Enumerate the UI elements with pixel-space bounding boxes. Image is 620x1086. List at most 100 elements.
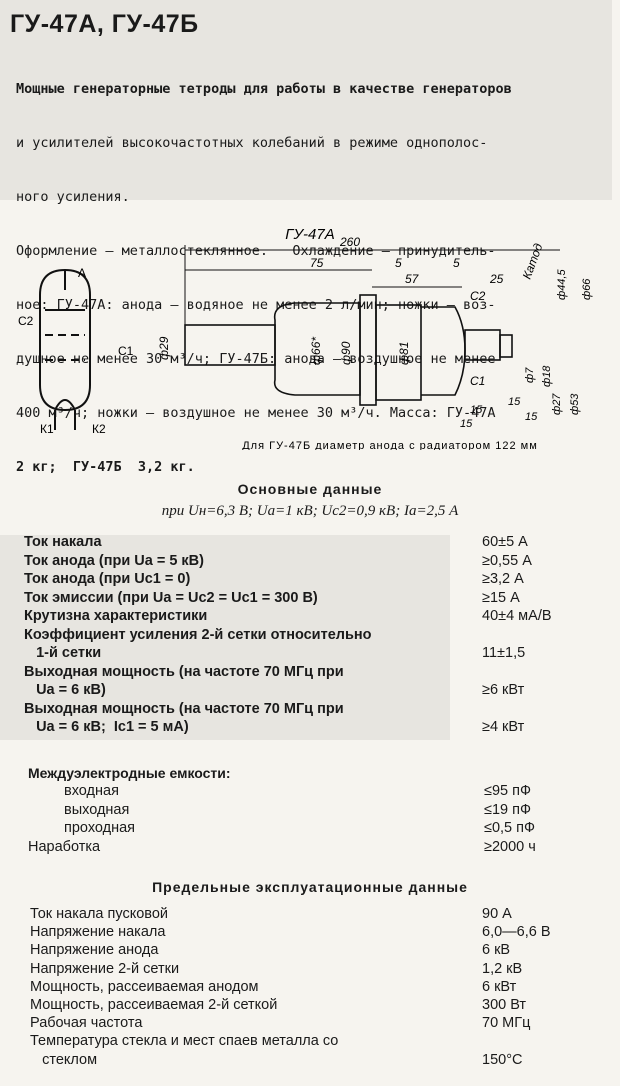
row-value: 300 Вт — [482, 997, 527, 1013]
row-value: ≥4 кВт — [482, 719, 525, 735]
intro-line: 2 кг; ГУ-47Б 3,2 кг. — [16, 459, 195, 475]
dim-label: ф29 — [157, 336, 171, 360]
intro-line: ного усиления. — [16, 189, 130, 205]
intro-line: Мощные генераторные тетроды для работы в… — [16, 81, 512, 97]
table-row: Ток анода (при Uа = 5 кВ) ≥0,55 А — [0, 553, 620, 572]
intro-text: Мощные генераторные тетроды для работы в… — [16, 44, 606, 494]
row-label: Коэффициент усиления 2-й сетки относител… — [24, 626, 372, 643]
row-value: 90 А — [482, 906, 512, 922]
row-label: Напряжение накала — [30, 924, 166, 941]
limits-heading: Предельные эксплуатационные данные — [152, 879, 468, 895]
table-row: выходная ≤19 пФ — [0, 802, 620, 821]
row-label: Ток эмиссии (при Uа = Uс2 = Uс1 = 300 В) — [24, 589, 318, 606]
dim-label: ф90 — [339, 341, 353, 365]
row-value: ≥0,55 А — [482, 552, 532, 569]
row-value: 70 МГц — [482, 1015, 531, 1032]
row-value: 6 кВт — [482, 978, 517, 995]
row-value: 1,2 кВ — [482, 960, 523, 977]
table-row: проходная ≤0,5 пФ — [0, 820, 620, 839]
dim-label: 15 — [525, 411, 538, 423]
intro-line: ное: ГУ-47А: анода — водяное не менее 2 … — [16, 297, 496, 313]
row-value: ≤19 пФ — [484, 801, 531, 818]
table-row: стеклом 150°С — [0, 1052, 620, 1071]
dim-label: С1 — [470, 374, 485, 388]
table-row: Ток накала пусковой 90 А — [0, 906, 620, 925]
dim-label: ф66* — [309, 337, 323, 365]
row-label: Выходная мощность (на частоте 70 МГц при — [24, 663, 344, 680]
row-label: входная — [64, 783, 119, 799]
dim-label: 15 — [460, 418, 473, 430]
row-label: Мощность, рассеиваемая 2-й сеткой — [30, 997, 278, 1013]
row-label: стеклом — [30, 1051, 98, 1068]
page-title: ГУ-47А, ГУ-47Б — [10, 10, 199, 38]
row-value: ≤95 пФ — [484, 783, 531, 799]
figure-tube-name: ГУ-47А — [285, 226, 334, 243]
table-row: Выходная мощность (на частоте 70 МГц при — [0, 664, 620, 683]
row-value: ≤0,5 пФ — [484, 820, 536, 836]
row-value: ≥15 А — [482, 589, 520, 606]
row-label: Напряжение анода — [30, 942, 159, 959]
row-label: Ток накала пусковой — [30, 906, 168, 922]
table-row: Мощность, рассеиваемая 2-й сеткой 300 Вт — [0, 997, 620, 1016]
table-row: Наработка≥2000 ч — [0, 839, 620, 858]
row-label: Мощность, рассеиваемая анодом — [30, 978, 259, 995]
intro-line: 400 м³/ч; ножки — воздушное не менее 30 … — [16, 405, 496, 421]
table-row: Выходная мощность (на частоте 70 МГц при — [0, 701, 620, 720]
table-row: Рабочая частота 70 МГц — [0, 1015, 620, 1034]
tube-figure: ГУ-47А A C2 C1 К1 К2 — [0, 215, 620, 452]
row-value: 40±4 мА/В — [482, 608, 552, 624]
row-label: Ток анода (при Uс1 = 0) — [24, 571, 191, 587]
dim-label: ф7 — [524, 367, 536, 383]
table-row: Напряжение 2-й сетки 1,2 кВ — [0, 961, 620, 980]
dim-label: Катод — [520, 241, 546, 281]
table-row: Uа = 6 кВ)≥6 кВт — [0, 682, 620, 701]
symbol-label: К2 — [92, 422, 106, 436]
dim-label: 5 — [395, 256, 402, 270]
row-value: 150°С — [482, 1051, 523, 1068]
row-value: ≥3,2 А — [482, 571, 524, 587]
symbol-label: A — [78, 266, 86, 280]
dim-label: 15 — [470, 404, 483, 416]
row-label: выходная — [64, 801, 130, 818]
symbol-label: C2 — [18, 314, 34, 328]
tube-outline — [184, 294, 513, 406]
dim-label: 25 — [489, 272, 504, 286]
dim-label: ф27 — [551, 393, 563, 415]
row-label: Рабочая частота — [30, 1015, 143, 1032]
main-data-heading: Основные данные — [237, 481, 383, 497]
table-row: Ток анода (при Uс1 = 0) ≥3,2 А — [0, 571, 620, 590]
row-label: Ток анода (при Uа = 5 кВ) — [24, 552, 204, 569]
table-row: Uа = 6 кВ; Iс1 = 5 мА) ≥4 кВт — [0, 719, 620, 738]
dim-label: ф53 — [569, 393, 581, 415]
intro-line: и усилителей высокочастотных колебаний в… — [16, 135, 488, 151]
table-row: Мощность, рассеиваемая анодом 6 кВт — [0, 979, 620, 998]
dim-label: С2 — [470, 289, 486, 303]
symbol-label: C1 — [118, 344, 134, 358]
table-row: Температура стекла и мест спаев металла … — [0, 1033, 620, 1052]
row-value: ≥2000 ч — [484, 838, 536, 855]
dim-label: ф18 — [541, 365, 553, 387]
row-label: Uа = 6 кВ; Iс1 = 5 мА) — [24, 719, 189, 735]
dim-label: ф44,5 — [556, 269, 568, 300]
figure-caption: Для ГУ-47Б диаметр анода с радиатором 12… — [242, 440, 538, 450]
dim-label: 75 — [310, 256, 324, 270]
row-label: проходная — [64, 820, 136, 836]
table-row: Коэффициент усиления 2-й сетки относител… — [0, 627, 620, 646]
row-label: Напряжение 2-й сетки — [30, 960, 180, 977]
row-value: 6 кВ — [482, 942, 511, 959]
dim-label: 5 — [453, 256, 460, 270]
row-value: ≥6 кВт — [482, 682, 525, 698]
row-label: Ток накала — [24, 534, 102, 550]
table-row: Ток эмиссии (при Uа = Uс2 = Uс1 = 300 В)… — [0, 590, 620, 609]
dim-label: 57 — [405, 272, 420, 286]
row-label: 1-й сетки — [24, 645, 102, 661]
dim-label: 260 — [339, 235, 360, 249]
capacitance-heading: Междуэлектродные емкости: — [28, 765, 231, 781]
symbol-label: К1 — [40, 422, 54, 436]
dim-label: 15 — [508, 396, 521, 408]
dim-label: ф81 — [397, 342, 411, 365]
tube-drawing: ГУ-47А A C2 C1 К1 К2 — [18, 226, 593, 452]
